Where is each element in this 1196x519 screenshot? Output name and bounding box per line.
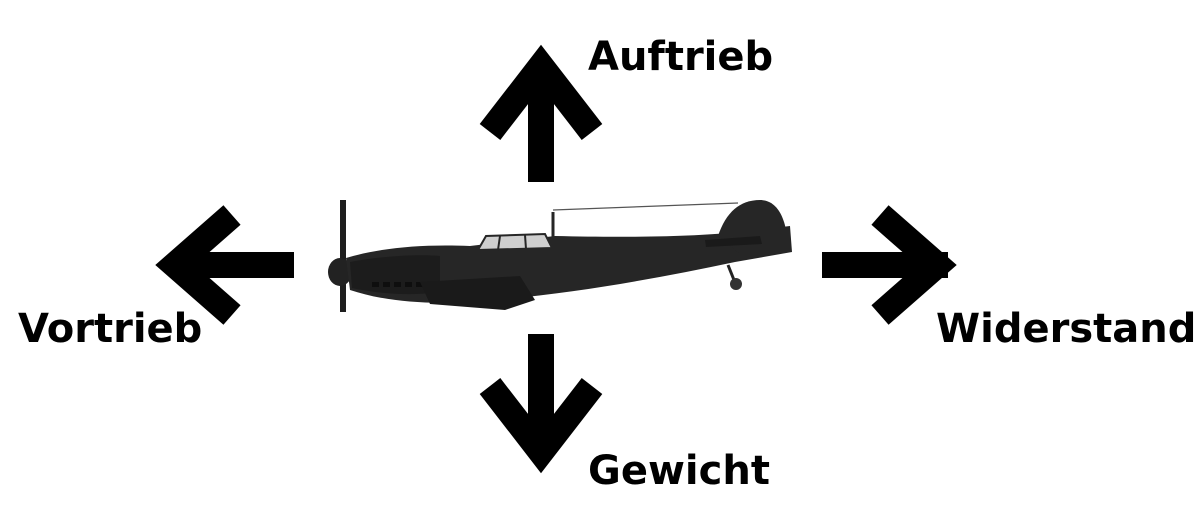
- drag-arrow: [822, 205, 957, 325]
- lift-arrow: [479, 44, 603, 182]
- weight-label: Gewicht: [588, 448, 770, 494]
- tail-wheel: [730, 278, 742, 290]
- canopy: [476, 232, 554, 252]
- thrust-arrow-head: [155, 205, 241, 325]
- wing: [420, 276, 535, 310]
- thrust-arrow: [155, 205, 294, 325]
- spinner: [328, 258, 352, 286]
- lift-arrow-head: [479, 44, 603, 140]
- drag-arrow-head: [871, 205, 957, 325]
- weight-arrow-head: [479, 378, 603, 474]
- propeller: [340, 200, 346, 312]
- canopy-frame-1: [497, 235, 501, 251]
- lift-label: Auftrieb: [588, 34, 773, 80]
- tail-wheel-strut: [726, 264, 736, 281]
- exhaust-stacks: [372, 282, 423, 287]
- horizontal-stabilizer: [705, 236, 762, 247]
- antenna-wire: [552, 202, 739, 211]
- aircraft-silhouette: [328, 200, 792, 312]
- canopy-frame-2: [524, 234, 527, 250]
- thrust-label: Vortrieb: [18, 306, 202, 352]
- drag-label: Widerstand: [936, 306, 1196, 352]
- weight-arrow: [479, 334, 603, 474]
